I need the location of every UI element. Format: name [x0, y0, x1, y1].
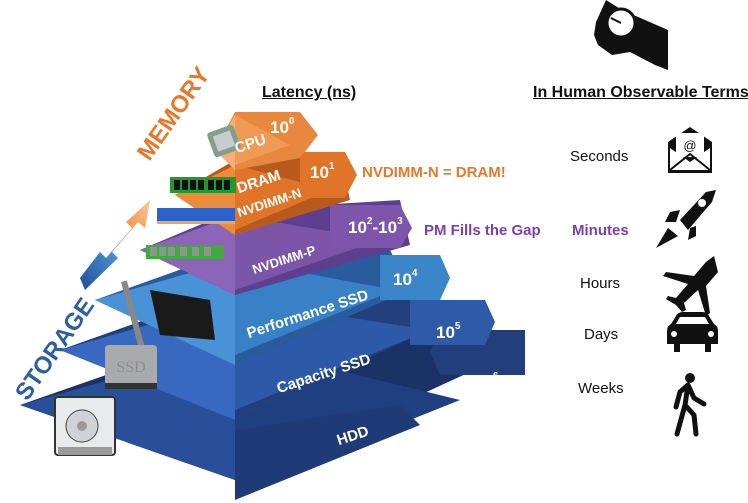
- latency-base: 10: [310, 163, 329, 182]
- svg-text:SSD: SSD: [116, 359, 145, 376]
- latency-hdd: 106: [474, 371, 499, 393]
- term-hours: Hours: [580, 275, 621, 292]
- latency-exponent: 2: [366, 216, 373, 227]
- latency-tab-nvdimm-p: [330, 205, 412, 248]
- latency-exponent: 1: [328, 161, 335, 172]
- latency-performance-ssd: 104: [393, 268, 418, 290]
- latency-exponent-2: 3: [397, 216, 403, 227]
- pcie-ssd-icon: [121, 280, 215, 350]
- svg-text:@: @: [683, 138, 696, 153]
- walking-person-icon: [673, 373, 707, 437]
- term-minutes: Minutes: [572, 222, 629, 239]
- latency-base: 10: [436, 323, 455, 342]
- note-nvdimm-n-equals-dram: NVDIMM-N = DRAM!: [362, 164, 506, 181]
- latency-dram: 101: [310, 161, 335, 183]
- stopwatch-hand-icon: [594, 0, 668, 70]
- latency-exponent: 4: [411, 268, 418, 279]
- latency-capacity-ssd: 105: [436, 321, 461, 343]
- latency-exponent: 6: [492, 371, 499, 382]
- latency-tab-performance-ssd: [380, 255, 450, 300]
- latency-base: 10: [270, 118, 289, 137]
- sata-ssd-icon: SSD: [105, 345, 157, 389]
- nvdimm-p-module-icon: [146, 245, 224, 259]
- note-pm-fills-gap: PM Fills the Gap: [424, 222, 541, 239]
- term-days: Days: [584, 326, 619, 343]
- latency-base: 10: [348, 218, 367, 237]
- human-terms-header: In Human Observable Terms: [533, 84, 748, 101]
- term-weeks: Weeks: [578, 380, 624, 397]
- term-seconds: Seconds: [570, 148, 629, 165]
- hard-disk-icon: [54, 396, 116, 456]
- latency-cpu: 100: [270, 116, 295, 138]
- rocket-icon: [656, 190, 716, 248]
- latency-base: 10: [474, 373, 493, 392]
- latency-tab-dram: [300, 152, 357, 198]
- nvdimm-module-icon: [157, 208, 235, 224]
- dram-module-icon: [170, 177, 236, 193]
- latency-exponent: 0: [288, 116, 295, 127]
- latency-tab-capacity-ssd: [410, 300, 495, 345]
- cpu-chip-icon: [207, 124, 241, 158]
- latency-header: Latency (ns): [262, 84, 357, 101]
- email-envelope-icon: @: [668, 127, 712, 173]
- airplane-icon: [663, 256, 718, 316]
- latency-exponent: 5: [454, 321, 461, 332]
- memory-storage-arrow: [80, 200, 150, 290]
- latency-base: 10: [393, 270, 412, 289]
- car-icon: [667, 312, 718, 352]
- latency-nvdimm-p: 102-103: [348, 216, 403, 238]
- latency-range-separator: -10: [372, 218, 398, 237]
